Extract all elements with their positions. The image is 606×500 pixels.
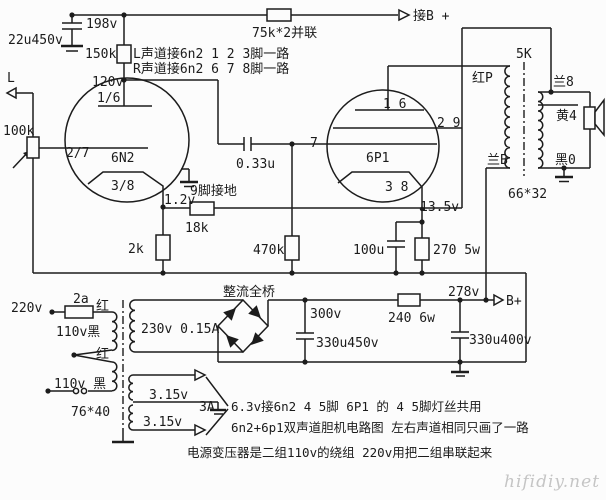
label-330u450v: 330u450v: [316, 336, 379, 351]
labels: L 198v 22u450v 150k L声道接6n2 1 2 3脚一路 R声道…: [3, 8, 600, 492]
label-230v-015a: 230v 0.15A: [141, 322, 219, 337]
tube-6p1-envelope: [326, 89, 440, 203]
component-bodies: [5, 8, 605, 437]
label-18k: 18k: [185, 221, 209, 236]
label-pins-2-7-6n2: 2/7: [66, 146, 89, 161]
label-tube-6n2: 6N2: [111, 151, 134, 166]
note-circuit-title: 6n2+6p1双声道胆机电路图 左右声道相同只画了一路: [231, 420, 529, 435]
label-to-bplus: 接B +: [413, 8, 450, 24]
resistor-75k: [266, 8, 292, 22]
resistor-470k: [284, 235, 300, 261]
label-pins-3-8-6n2: 3/8: [111, 179, 134, 194]
label-opt-blue-b: 兰B: [487, 153, 508, 168]
label-input-l: L: [7, 71, 15, 86]
switch-contact: [80, 387, 88, 395]
label-red-1: 红: [96, 298, 109, 314]
label-110v-black-1: 110v黑: [56, 325, 100, 340]
pin9-ground-icon: [180, 168, 198, 188]
annotation-chevron: [205, 376, 229, 436]
heater-centertap-ground-icon: [210, 402, 226, 415]
label-opt-5k: 5K: [516, 47, 532, 62]
label-pin7-6p1: 7: [310, 136, 318, 151]
label-red-2: 红: [96, 346, 109, 362]
label-3-15v-b: 3.15v: [143, 415, 182, 430]
label-opt-black-0: 黑0: [555, 153, 576, 168]
label-2k: 2k: [128, 242, 144, 257]
pt-primary2-winding: [111, 361, 118, 392]
label-b-plus: B+: [506, 294, 522, 309]
heater-arrow-2: [194, 423, 207, 437]
input-terminal-arrow: [5, 86, 17, 100]
label-pins-1-6-6p1: 1 6: [383, 97, 406, 112]
resistor-240: [397, 293, 421, 307]
label-270-5w: 270 5w: [433, 243, 480, 258]
label-300v: 300v: [310, 307, 341, 322]
label-opt-core-66x32: 66*32: [508, 187, 547, 202]
label-470k: 470k: [253, 243, 284, 258]
opt-primary-winding: [504, 65, 511, 169]
label-3a: 3A: [199, 400, 215, 415]
junction-dots: [45, 12, 567, 394]
label-198v: 198v: [86, 17, 117, 32]
bplus-arrow: [493, 293, 505, 307]
heater-winding-2: [128, 404, 134, 431]
label-tube-6p1: 6P1: [366, 151, 389, 166]
label-240-6w: 240 6w: [388, 311, 435, 326]
label-150k: 150k: [85, 47, 116, 62]
heater-arrow-1: [194, 368, 207, 382]
label-3-15v-a: 3.15v: [149, 388, 188, 403]
label-left-channel-note: L声道接6n2 1 2 3脚一路: [133, 46, 289, 62]
fuse-2a: [64, 305, 94, 319]
opt-secondary-winding: [537, 91, 544, 169]
label-100u: 100u: [353, 243, 384, 258]
resistor-270: [414, 237, 430, 261]
label-right-channel-note: R声道接6n2 6 7 8脚一路: [133, 61, 289, 77]
note-heater-wiring: 6.3v接6n2 4 5脚 6P1 的 4 5脚灯丝共用: [231, 399, 482, 414]
label-0-33u: 0.33u: [236, 157, 275, 172]
label-pin9-ground: 9脚接地: [190, 183, 237, 199]
label-1-2v: 1.2v: [164, 193, 195, 208]
label-220v: 220v: [11, 301, 42, 316]
bridge-rectifier: [216, 298, 270, 354]
pt-primary1-winding: [111, 311, 118, 352]
label-opt-red-p: 红P: [472, 70, 493, 86]
speaker-icon: [583, 97, 605, 138]
label-pins-1-6-6n2: 1/6: [97, 91, 120, 106]
label-opt-blue-8: 兰8: [553, 75, 574, 90]
label-bridge-rectifier: 整流全桥: [223, 284, 275, 300]
label-330u400v: 330u400v: [469, 333, 532, 348]
label-13-5v: 13.5v: [420, 200, 459, 215]
resistor-18k: [189, 201, 215, 216]
label-pt-core-76x40: 76*40: [71, 405, 110, 420]
label-22u450v: 22u450v: [8, 33, 63, 48]
watermark: hifidiy.net: [504, 472, 600, 492]
bridge-diodes: [223, 305, 264, 348]
label-fuse-2a: 2a: [73, 292, 89, 307]
potentiometer-100k: [26, 136, 40, 159]
to-bplus-arrow: [398, 8, 411, 22]
heater-winding-1: [128, 374, 134, 401]
label-pins-2-9-6p1: 2 9: [437, 116, 460, 131]
pt-hv-winding: [129, 299, 136, 353]
resistor-150k: [116, 44, 132, 64]
label-pins-3-8-6p1: 3 8: [385, 180, 408, 195]
label-120v: 120v: [92, 75, 123, 90]
switch-contact: [72, 387, 80, 395]
label-opt-yellow-4: 黄4: [556, 109, 577, 124]
label-75k: 75k*2并联: [252, 26, 317, 41]
label-110v-black-2: 110v 黑: [54, 377, 106, 392]
label-100k: 100k: [3, 124, 34, 139]
label-278v: 278v: [448, 285, 479, 300]
tube-6n2-envelope: [64, 77, 190, 203]
resistor-2k: [155, 234, 171, 261]
note-transformer: 电源变压器是二组110v的绕组 220v用把二组串联起来: [187, 445, 493, 460]
